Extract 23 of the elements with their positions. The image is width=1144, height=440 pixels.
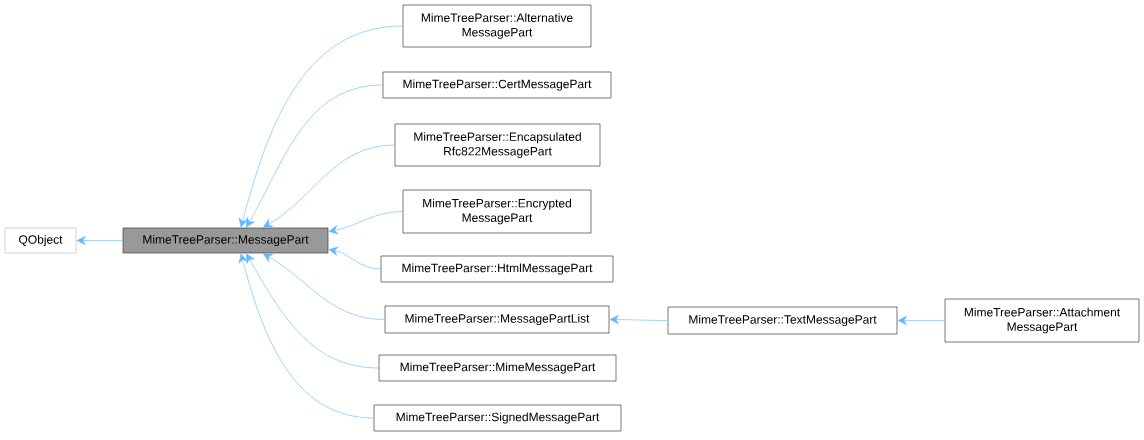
class-box: MimeTreeParser::Attachment MessagePart — [944, 298, 1140, 343]
arrow — [263, 253, 385, 320]
class-box: MimeTreeParser::SignedMessagePart — [373, 404, 622, 432]
arrow — [609, 314, 668, 325]
arrow — [238, 253, 374, 419]
class-box: MimeTreeParser::MessagePart — [122, 227, 329, 254]
arrow — [897, 315, 945, 326]
class-box: MimeTreeParser::Alternative MessagePart — [402, 4, 592, 48]
class-box: MimeTreeParser::MimeMessagePart — [378, 354, 617, 382]
arrow — [238, 25, 403, 228]
arrow — [76, 235, 123, 246]
arrow — [328, 211, 403, 235]
arrow — [263, 144, 395, 228]
class-box: MimeTreeParser::MessagePartList — [384, 305, 610, 334]
class-box: MimeTreeParser::CertMessagePart — [382, 71, 612, 99]
arrow — [246, 84, 383, 228]
class-box: QObject — [4, 227, 77, 254]
class-box: MimeTreeParser::HtmlMessagePart — [380, 255, 614, 283]
class-box: MimeTreeParser::Encrypted MessagePart — [402, 189, 592, 234]
class-box: MimeTreeParser::TextMessagePart — [667, 306, 898, 335]
arrow — [328, 246, 381, 270]
arrow — [246, 253, 379, 369]
class-box: MimeTreeParser::Encapsulated Rfc822MessagePart — [394, 123, 601, 167]
